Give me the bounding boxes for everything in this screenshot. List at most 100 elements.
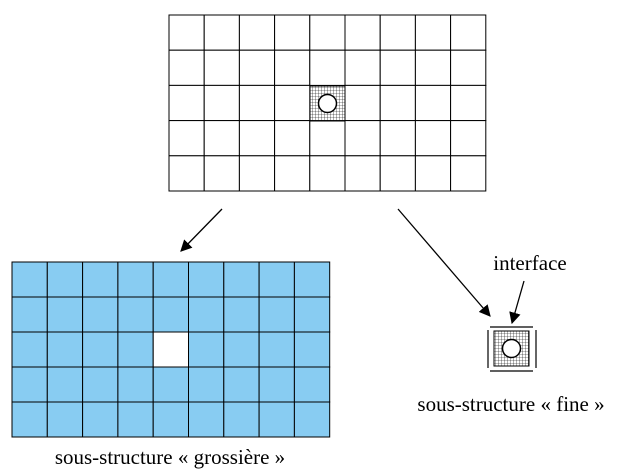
grid-cell (258, 261, 295, 298)
grid-cell (117, 331, 154, 368)
fine-inclusion-top (309, 85, 346, 122)
grid-cell (238, 49, 276, 86)
grid-cell (82, 366, 119, 403)
grid-cell (188, 366, 225, 403)
grid-cell (309, 155, 346, 192)
grid-cell (11, 261, 48, 298)
grid-cell (117, 296, 154, 333)
grid-cell (414, 120, 452, 157)
grid-cell (46, 401, 84, 438)
coarse-substructure-label: sous-structure « grossière » (55, 445, 285, 469)
grid-cell (168, 14, 205, 51)
arrow-to-coarse (180, 208, 223, 252)
grid-cell (46, 366, 84, 403)
grid-cell (309, 120, 346, 157)
grid-cell (168, 49, 205, 86)
fine-substructure-label: sous-structure « fine » (417, 392, 604, 416)
grid-cell (450, 120, 487, 157)
grid-cell (11, 401, 48, 438)
grid-cell (203, 120, 240, 157)
grid-cell (238, 84, 276, 122)
grid-cell (450, 155, 487, 192)
grid-cell (82, 296, 119, 333)
grid-cell (379, 120, 416, 157)
grid-cell (11, 366, 48, 403)
grid-cell (152, 261, 189, 298)
grid-cell (258, 331, 295, 368)
grid-cell (11, 296, 48, 333)
grid-cell (223, 366, 260, 403)
arrow-to-fine (397, 208, 491, 317)
grid-cell (258, 401, 295, 438)
grid-cell (258, 296, 295, 333)
grid-cell (46, 331, 84, 368)
grid-cell (450, 14, 487, 51)
grid-cell (117, 261, 154, 298)
grid-cell (414, 155, 452, 192)
grid-cell (344, 49, 381, 86)
grid-cell (203, 155, 240, 192)
grid-cell (203, 49, 240, 86)
grid-cell (293, 366, 331, 403)
grid-cell (309, 14, 346, 51)
grid-cell (379, 155, 416, 192)
coarse-substructure (11, 261, 331, 438)
grid-cell (46, 296, 84, 333)
interface-label: interface (493, 251, 566, 275)
grid-cell (46, 261, 84, 298)
grid-cell (293, 401, 331, 438)
grid-cell (274, 49, 311, 86)
grid-cell (152, 296, 189, 333)
interface-lines (487, 326, 537, 372)
grid-cell (258, 366, 295, 403)
grid-cell (11, 331, 48, 368)
grid-cell (223, 401, 260, 438)
grid-cell (344, 14, 381, 51)
grid-cell (293, 296, 331, 333)
grid-cell (293, 261, 331, 298)
grid-cell (379, 14, 416, 51)
grid-cell (82, 401, 119, 438)
grid-cell (188, 331, 225, 368)
grid-cell (238, 14, 276, 51)
grid-hole-cell (152, 331, 189, 368)
grid-cell (188, 296, 225, 333)
grid-cell (188, 261, 225, 298)
grid-cell (414, 49, 452, 86)
grid-cell (414, 84, 452, 122)
grid-cell (82, 331, 119, 368)
grid-cell (274, 155, 311, 192)
grid-cell (203, 14, 240, 51)
grid-cell (152, 401, 189, 438)
arrow-to-interface (509, 280, 525, 325)
grid-cell (414, 14, 452, 51)
grid-cell (117, 401, 154, 438)
grid-cell (117, 366, 154, 403)
grid-cell (238, 120, 276, 157)
grid-cell (223, 331, 260, 368)
grid-cell (203, 84, 240, 122)
grid-cell (152, 366, 189, 403)
grid-cell (344, 84, 381, 122)
grid-cell (450, 84, 487, 122)
grid-cell (168, 84, 205, 122)
grid-cell (344, 120, 381, 157)
grid-cell (223, 261, 260, 298)
grid-cell (238, 155, 276, 192)
grid-cell (274, 84, 311, 122)
grid-cell (309, 49, 346, 86)
grid-cell (168, 155, 205, 192)
grid-cell (274, 120, 311, 157)
grid-cell (274, 14, 311, 51)
fine-substructure (487, 326, 537, 372)
original-mesh (168, 14, 487, 192)
grid-cell (293, 331, 331, 368)
grid-cell (188, 401, 225, 438)
grid-cell (379, 84, 416, 122)
grid-cell (450, 49, 487, 86)
grid-cell (223, 296, 260, 333)
grid-cell (82, 261, 119, 298)
grid-cell (344, 155, 381, 192)
grid-cell (379, 49, 416, 86)
grid-cell (168, 120, 205, 157)
